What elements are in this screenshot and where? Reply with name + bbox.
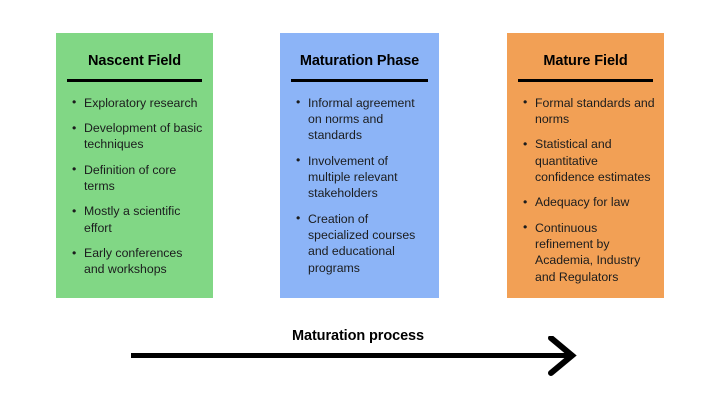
arrow-label-text: Maturation process bbox=[292, 328, 424, 344]
maturation-process-arrow-icon bbox=[131, 336, 577, 376]
phase-bullet-list-maturation-phase: Informal agreement on norms and standard… bbox=[280, 82, 439, 276]
phase-title-divider bbox=[67, 78, 202, 82]
list-item: Adequacy for law bbox=[523, 194, 656, 211]
list-item: Involvement of multiple relevant stakeho… bbox=[296, 152, 431, 202]
list-item: Creation of specialized courses and educ… bbox=[296, 210, 431, 276]
list-item: Statistical and quantitative confidence … bbox=[523, 136, 656, 185]
list-item: Informal agreement on norms and standard… bbox=[296, 94, 431, 144]
arrow-label: Maturation process bbox=[0, 328, 704, 344]
list-item: Early conferences and workshops bbox=[72, 245, 205, 278]
phase-title-divider bbox=[291, 78, 428, 82]
list-item: Continuous refinement by Academia, Indus… bbox=[523, 219, 656, 285]
list-item: Exploratory research bbox=[72, 94, 205, 111]
phase-title-divider bbox=[518, 78, 653, 82]
phase-title-nascent-field: Nascent Field bbox=[88, 53, 181, 69]
phase-panel-nascent-field: Nascent Field Exploratory research Devel… bbox=[56, 33, 213, 298]
list-item: Definition of core terms bbox=[72, 161, 205, 195]
phase-bullet-list-nascent-field: Exploratory research Development of basi… bbox=[56, 82, 213, 278]
phase-title-mature-field: Mature Field bbox=[543, 53, 628, 69]
list-item: Formal standards and norms bbox=[523, 94, 656, 128]
list-item: Development of basic techniques bbox=[72, 120, 205, 153]
phase-title-maturation-phase: Maturation Phase bbox=[299, 53, 420, 69]
phase-panel-mature-field: Mature Field Formal standards and norms … bbox=[507, 33, 664, 298]
phase-panel-maturation-phase: Maturation Phase Informal agreement on n… bbox=[280, 33, 439, 298]
list-item: Mostly a scientific effort bbox=[72, 203, 205, 236]
phase-bullet-list-mature-field: Formal standards and norms Statistical a… bbox=[507, 82, 664, 285]
